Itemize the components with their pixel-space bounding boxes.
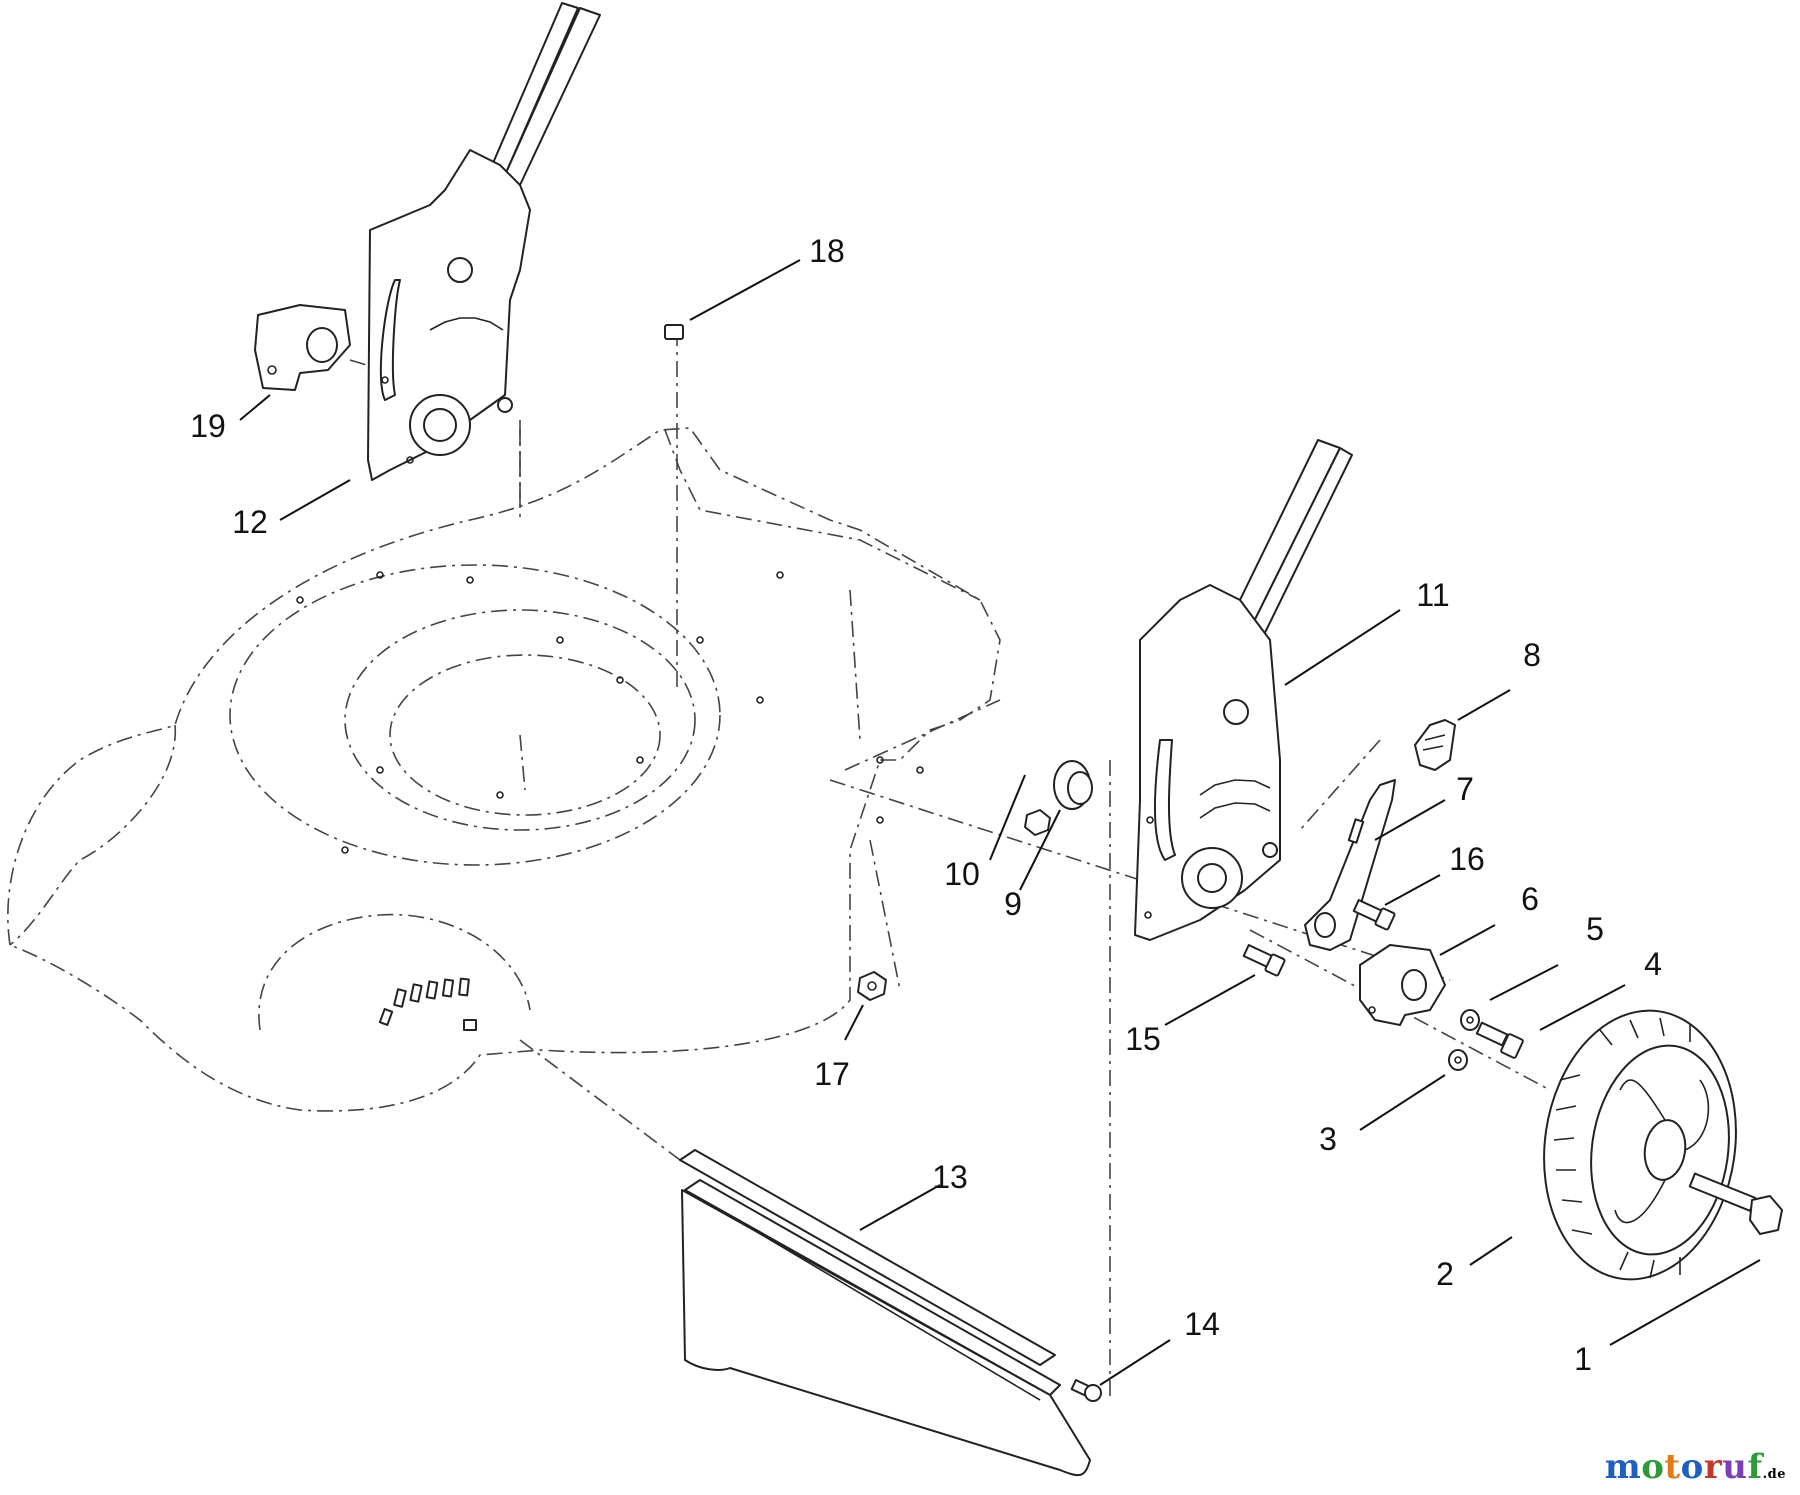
callout-2: 2 (1436, 1256, 1454, 1292)
watermark-letter: m (1604, 1447, 1642, 1487)
axle-bolt-part-1 (1688, 1172, 1783, 1235)
bracket-left (254, 304, 351, 391)
watermark-letters: motoruf (1605, 1447, 1763, 1487)
deck-vent-slots (378, 977, 477, 1031)
bolt-part-16 (1352, 899, 1396, 931)
callout-12: 12 (232, 504, 268, 540)
callout-18: 18 (809, 233, 845, 269)
callout-14: 14 (1184, 1306, 1220, 1342)
plug-part-18 (664, 324, 684, 340)
motoruf-watermark-logo: motoruf.de (1605, 1447, 1786, 1487)
callout-labels: 1 2 3 4 5 6 7 8 9 10 11 12 13 14 15 16 1… (190, 233, 1662, 1377)
callout-16: 16 (1449, 841, 1485, 877)
callout-19: 19 (190, 408, 226, 444)
watermark-letter: o (1641, 1447, 1665, 1487)
callout-8: 8 (1523, 637, 1541, 673)
callout-1: 1 (1574, 1341, 1592, 1377)
watermark-letter: r (1703, 1447, 1723, 1487)
callout-17: 17 (814, 1056, 850, 1092)
watermark-suffix: .de (1762, 1467, 1786, 1482)
watermark-letter: o (1680, 1447, 1704, 1487)
clip-part-8 (1414, 719, 1456, 771)
callout-5: 5 (1586, 911, 1604, 947)
washer-part-5 (1460, 1009, 1480, 1031)
spacer-part-9 (1053, 760, 1093, 810)
height-adjuster-plate-right (1134, 439, 1353, 941)
mower-deck (7, 427, 1001, 1112)
callout-9: 9 (1004, 886, 1022, 922)
screw-part-14 (1070, 1379, 1102, 1402)
watermark-letter: t (1664, 1447, 1681, 1487)
callout-7: 7 (1456, 771, 1474, 807)
leader-lines (239, 259, 1761, 1386)
lever-part-7 (1304, 779, 1396, 951)
nut-part-10 (1024, 809, 1051, 836)
callout-4: 4 (1644, 946, 1662, 982)
washer-part-3 (1448, 1049, 1468, 1071)
callout-10: 10 (944, 856, 980, 892)
wheel-part-2 (1543, 1009, 1737, 1281)
callout-6: 6 (1521, 881, 1539, 917)
bolt-part-4 (1475, 1021, 1524, 1059)
watermark-letter: u (1722, 1447, 1748, 1487)
watermark-letter: f (1747, 1447, 1763, 1487)
callout-15: 15 (1125, 1021, 1161, 1057)
rear-baffle-part-13 (679, 1149, 1091, 1477)
bolt-part-15 (1242, 944, 1286, 977)
callout-13: 13 (932, 1159, 968, 1195)
bracket-right (1359, 944, 1446, 1026)
nut-part-17 (857, 971, 887, 1001)
callout-3: 3 (1319, 1121, 1337, 1157)
height-adjuster-plate-left (367, 2, 601, 481)
callout-11: 11 (1416, 577, 1449, 613)
